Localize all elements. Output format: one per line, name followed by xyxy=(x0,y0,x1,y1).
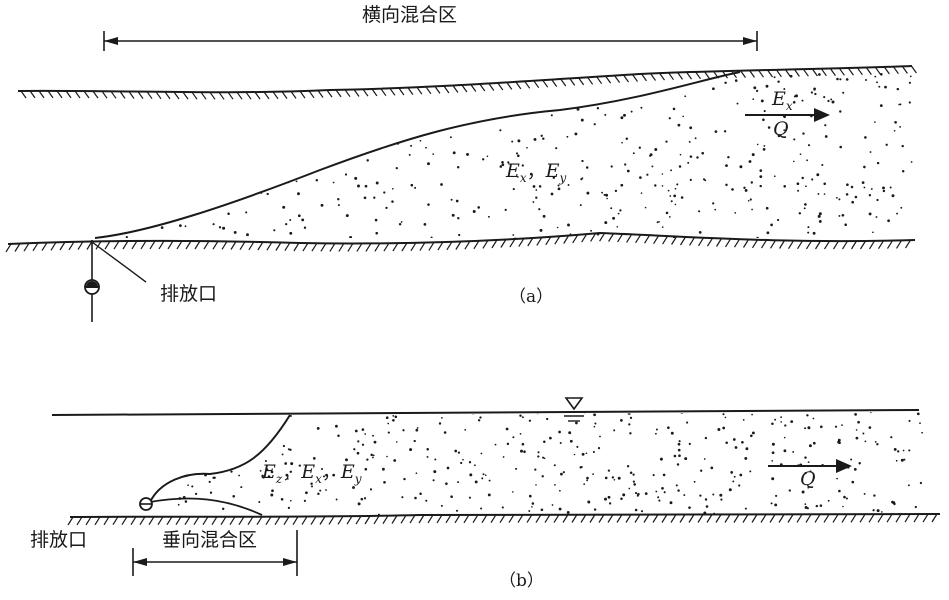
dispersion-coef-label-b: Ez，Ex，Ey xyxy=(262,461,362,486)
river-bank-bottom-a xyxy=(5,231,916,253)
plume-boundary-b-upper xyxy=(149,414,291,503)
water-surface-icon xyxy=(564,397,584,422)
plume-boundary-a xyxy=(94,71,741,239)
vertical-zone-label: 垂向混合区 xyxy=(162,529,258,551)
flow-arrow-icon xyxy=(768,459,852,473)
outfall-valve-icon xyxy=(84,279,100,295)
outfall-leader-a xyxy=(91,241,147,283)
caption-b: （b） xyxy=(499,571,544,591)
outfall-label-b: 排放口 xyxy=(30,529,88,551)
outfall-label-a: 排放口 xyxy=(160,283,218,305)
flow-coef-label-a: Ex xyxy=(772,88,793,113)
plume-boundary-b-lower xyxy=(149,497,263,516)
river-bed-b xyxy=(67,513,941,526)
discharge-label-a: Q xyxy=(773,118,789,140)
lateral-zone-dimension xyxy=(103,31,758,51)
dispersion-coef-label-a: Ex，Ey xyxy=(506,160,567,185)
discharge-label-b: Q xyxy=(800,468,816,490)
vertical-zone-dimension xyxy=(132,530,298,576)
caption-a: （a） xyxy=(509,287,554,307)
water-surface-line xyxy=(51,409,920,416)
outfall-pipe-icon-b xyxy=(139,497,153,511)
river-bank-top-a xyxy=(17,65,917,100)
flow-arrow-icon xyxy=(745,108,830,122)
lateral-zone-label: 横向混合区 xyxy=(362,4,458,26)
